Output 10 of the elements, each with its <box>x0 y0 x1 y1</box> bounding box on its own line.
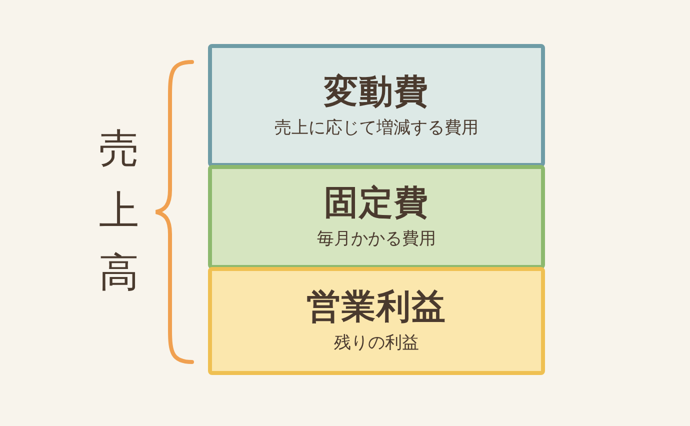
band-description: 毎月かかる費用 <box>317 228 436 251</box>
cost-band <box>208 165 545 269</box>
band-description: 売上に応じて増減する費用 <box>274 116 478 140</box>
total-label: 売上高 <box>98 125 140 298</box>
band-description: 残りの利益 <box>334 332 419 355</box>
cost-band <box>208 267 545 375</box>
band-heading: 変動費 <box>324 72 429 112</box>
band-heading: 固定費 <box>324 183 429 223</box>
cost-band <box>208 44 545 167</box>
band-heading: 営業利益 <box>306 287 446 327</box>
